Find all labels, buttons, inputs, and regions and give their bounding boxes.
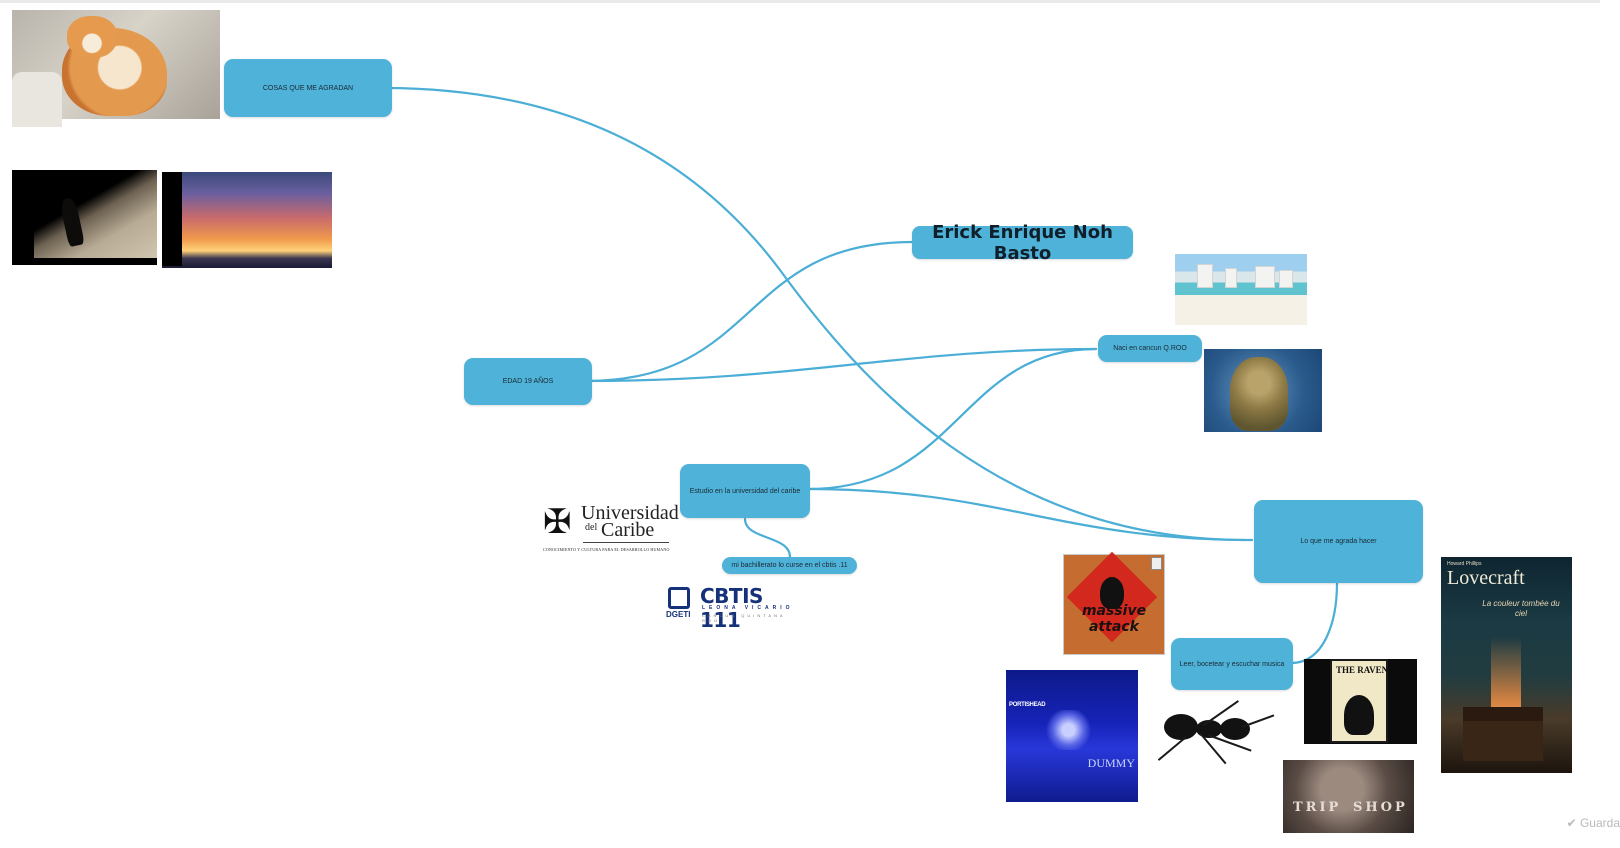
check-icon: ✔ (1566, 816, 1577, 830)
cat-photo[interactable] (12, 10, 220, 127)
university-emblem-icon: ✠ (543, 504, 572, 541)
underwater-statue-photo[interactable] (1204, 349, 1322, 432)
node-study[interactable]: Estudio en la universidad del caribe (680, 464, 810, 518)
link-central-likes (381, 86, 1247, 542)
link-hobbies-activities (1289, 581, 1339, 665)
cancun-beach-photo[interactable] (1175, 254, 1307, 325)
portishead-dummy-cover[interactable]: PORTISHEAD DUMMY (1006, 670, 1138, 802)
node-hobbies[interactable]: Lo que me agrada hacer (1254, 500, 1423, 583)
the-raven-cover[interactable]: THE RAVEN (1304, 659, 1417, 744)
sunset-photo[interactable] (162, 172, 332, 268)
save-status: ✔ Guarda (1566, 816, 1620, 830)
node-likes[interactable]: COSAS QUE ME AGRADAN (224, 59, 392, 117)
link-study-hobbies (806, 487, 1254, 542)
dgeti-emblem-icon (668, 587, 690, 609)
node-activities[interactable]: Leer, bocetear y escuchar musica (1171, 638, 1293, 690)
shadow-photo[interactable] (12, 170, 157, 265)
node-highschool[interactable]: mi bachillerato lo curse en el cbtis .11 (722, 557, 857, 574)
link-age-born (584, 347, 1098, 383)
link-study-born (806, 347, 1098, 491)
top-border (0, 0, 1600, 3)
document-icon (1151, 557, 1162, 570)
trip-shop-photo[interactable]: TRIP SHOP (1283, 760, 1414, 833)
cbtis-111-logo[interactable]: DGETI CBTIS 111 LEONA VICARIO CANCUN QUI… (666, 584, 794, 632)
link-central-age (584, 240, 914, 383)
link-study-highschool (743, 517, 792, 559)
ant-image[interactable] (1156, 692, 1284, 768)
lovecraft-book-cover[interactable]: Howard Phillips Lovecraft La couleur tom… (1441, 557, 1572, 773)
node-born[interactable]: Naci en cancun Q.ROO (1098, 335, 1202, 362)
node-age[interactable]: EDAD 19 AÑOS (464, 358, 592, 405)
massive-attack-cover[interactable]: massive attack (1064, 551, 1164, 654)
universidad-del-caribe-logo[interactable]: ✠ Universidad del Caribe CONOCIMIENTO Y … (543, 502, 679, 552)
raven-icon (1344, 695, 1374, 735)
node-central-name[interactable]: Erick Enrique Noh Basto (912, 222, 1133, 264)
